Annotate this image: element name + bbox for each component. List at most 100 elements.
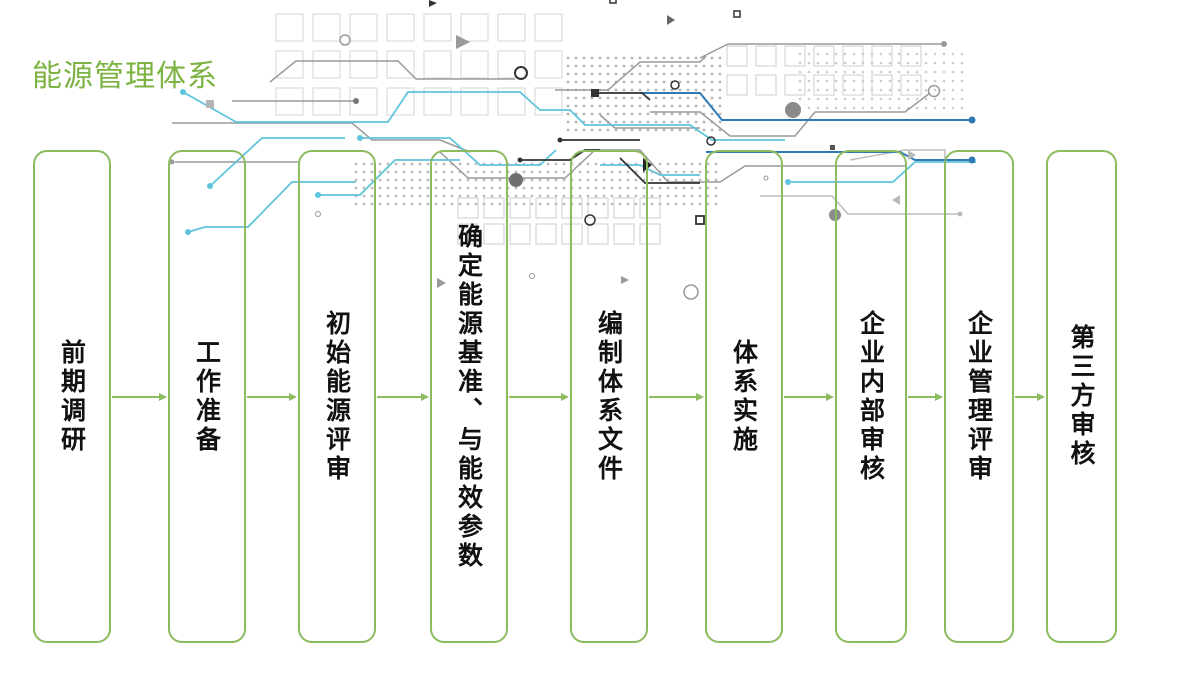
- matrix-dot: [598, 96, 602, 100]
- matrix-dot: [630, 72, 634, 76]
- grid-square: [386, 50, 415, 79]
- matrix-dot: [594, 186, 598, 190]
- matrix-dot: [870, 88, 874, 92]
- matrix-dot: [582, 96, 586, 100]
- blue-circuit-lines: [640, 92, 972, 161]
- matrix-dot: [610, 178, 614, 182]
- matrix-dot: [514, 186, 518, 190]
- matrix-dot: [474, 170, 478, 174]
- grid-square: [871, 74, 893, 96]
- matrix-dot: [798, 52, 802, 56]
- matrix-dot: [498, 194, 502, 198]
- matrix-dot: [490, 194, 494, 198]
- matrix-dot: [626, 202, 630, 206]
- matrix-dot: [654, 72, 658, 76]
- matrix-dot: [933, 106, 937, 110]
- matrix-dot: [879, 52, 883, 56]
- matrix-dot: [606, 128, 610, 132]
- matrix-dot: [626, 178, 630, 182]
- matrix-dot: [482, 178, 486, 182]
- matrix-dot: [522, 202, 526, 206]
- matrix-dot: [426, 170, 430, 174]
- grid-square: [561, 223, 583, 245]
- matrix-dot: [942, 106, 946, 110]
- matrix-dot: [861, 97, 865, 101]
- square-node: [206, 100, 214, 108]
- matrix-dot: [630, 128, 634, 132]
- matrix-dot: [852, 79, 856, 83]
- matrix-dot: [951, 61, 955, 65]
- step-label: 体系实施: [729, 338, 759, 455]
- matrix-dot: [590, 72, 594, 76]
- circuit-line: [596, 92, 651, 101]
- matrix-dot: [514, 170, 518, 174]
- matrix-dot: [594, 170, 598, 174]
- node-dot: [207, 183, 213, 189]
- matrix-dot: [658, 202, 662, 206]
- matrix-dot: [906, 52, 910, 56]
- matrix-dot: [566, 96, 570, 100]
- matrix-dot: [670, 104, 674, 108]
- matrix-dot: [698, 162, 702, 166]
- matrix-dot: [646, 80, 650, 84]
- matrix-dot: [562, 202, 566, 206]
- matrix-dot: [546, 178, 550, 182]
- matrix-dot: [888, 88, 892, 92]
- matrix-dot: [879, 70, 883, 74]
- matrix-dot: [888, 79, 892, 83]
- matrix-dot: [566, 120, 570, 124]
- matrix-dot: [870, 106, 874, 110]
- matrix-dot: [942, 97, 946, 101]
- matrix-dot: [466, 178, 470, 182]
- matrix-dot: [602, 170, 606, 174]
- matrix-dot: [630, 80, 634, 84]
- matrix-dot: [434, 170, 438, 174]
- step-label: 企业管理评审: [964, 309, 994, 484]
- matrix-dot: [378, 162, 382, 166]
- matrix-dot: [933, 61, 937, 65]
- step-label: 编制体系文件: [594, 309, 624, 484]
- matrix-dot: [630, 64, 634, 68]
- matrix-dot: [590, 96, 594, 100]
- matrix-dot: [418, 170, 422, 174]
- matrix-dot: [714, 170, 718, 174]
- matrix-dot: [458, 194, 462, 198]
- step-box-9: 第三方审核: [1046, 150, 1117, 643]
- matrix-dot: [546, 186, 550, 190]
- matrix-dot: [933, 88, 937, 92]
- matrix-dot: [706, 170, 710, 174]
- matrix-dot: [466, 194, 470, 198]
- matrix-dot: [678, 120, 682, 124]
- matrix-dot: [538, 202, 542, 206]
- matrix-dot: [852, 97, 856, 101]
- matrix-dot: [807, 88, 811, 92]
- matrix-dot: [606, 96, 610, 100]
- matrix-dot: [694, 56, 698, 60]
- matrix-dot: [538, 178, 542, 182]
- matrix-dot: [960, 70, 964, 74]
- matrix-dot: [658, 162, 662, 166]
- matrix-dot: [546, 194, 550, 198]
- matrix-dot: [906, 70, 910, 74]
- ring-node: [670, 80, 680, 90]
- page-title: 能源管理体系: [32, 59, 218, 94]
- matrix-dot: [658, 194, 662, 198]
- matrix-dot: [879, 106, 883, 110]
- matrix-dot: [861, 106, 865, 110]
- matrix-dot: [710, 88, 714, 92]
- ring-node: [683, 284, 699, 300]
- matrix-dot: [843, 70, 847, 74]
- matrix-dot: [870, 70, 874, 74]
- matrix-dot: [678, 88, 682, 92]
- grid-square: [457, 197, 479, 219]
- matrix-dot: [574, 96, 578, 100]
- matrix-dot: [618, 178, 622, 182]
- matrix-dot: [670, 120, 674, 124]
- matrix-dot: [594, 178, 598, 182]
- matrix-dot: [807, 79, 811, 83]
- matrix-dot: [816, 79, 820, 83]
- circuit-line: [182, 91, 785, 141]
- matrix-dot: [642, 186, 646, 190]
- matrix-dot: [574, 104, 578, 108]
